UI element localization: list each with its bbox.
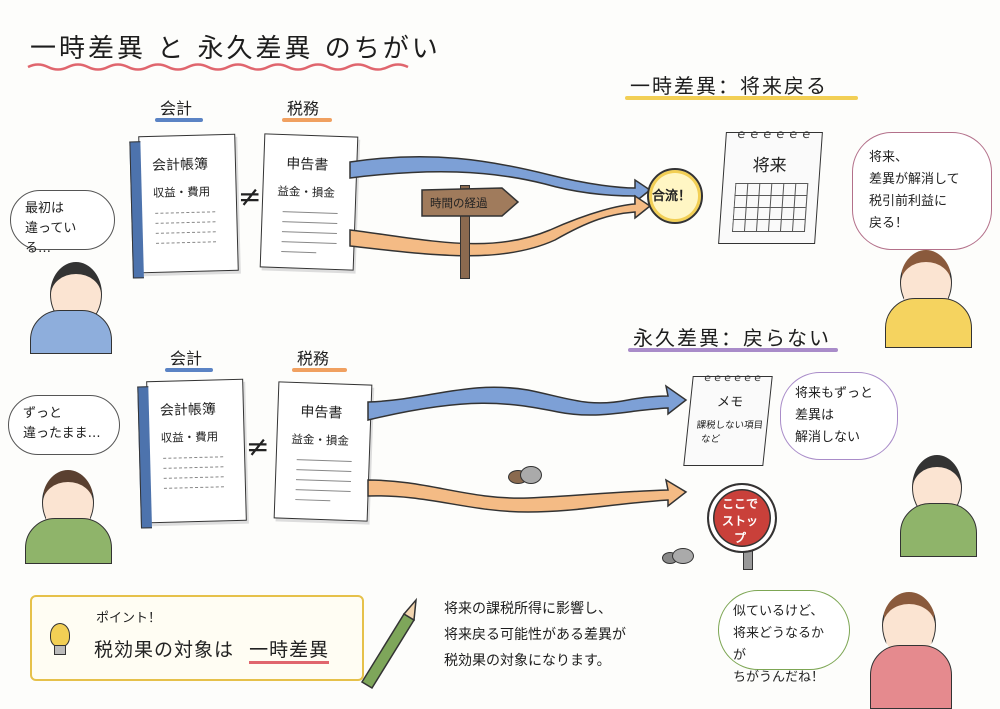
ledger-title: 会計帳簿 [151, 156, 209, 174]
memo-line-2: など [700, 434, 721, 445]
not-equal-sign-bottom: ≠ [246, 430, 270, 463]
accounting-underline [165, 368, 213, 372]
memo-line-1: 課税しない項目 [695, 420, 764, 431]
signpost-label: 時間の経過 [430, 196, 488, 210]
future-calendar: ｅｅｅｅｅｅ 将来 [718, 127, 823, 244]
merge-badge-label: 合流！ [652, 189, 692, 204]
accounting-underline [155, 118, 203, 122]
tax-return-subtitle: 益金・損金 [277, 183, 336, 200]
book-spine [129, 141, 144, 279]
page-title: 一時差異 と 永久差異 のちがい [30, 34, 441, 64]
thought-bubble-top: 最初は 違っている… [10, 190, 115, 256]
tax-label-bottom: 税務 [297, 349, 330, 368]
tax-return-document-bottom: 申告書 益金・損金 [273, 381, 373, 522]
accounting-ledger-book-bottom: 会計帳簿 収益・費用 [137, 378, 247, 529]
speech-bubble-top: 将来、 差異が解消して 税引前利益に 戻る！ [852, 132, 992, 250]
merge-badge [647, 168, 703, 224]
tax-return-title: 申告書 [286, 156, 329, 174]
speech-bubble-bottom: 将来もずっと 差異は 解消しない [780, 372, 898, 460]
memo-calendar: ｅｅｅｅｅｅ メモ 課税しない項目 など [683, 373, 773, 466]
ledger-subtitle: 収益・費用 [152, 184, 211, 200]
point-label: ポイント！ [96, 611, 162, 626]
title-underline-wave [27, 63, 409, 71]
not-equal-sign-top: ≠ [238, 180, 262, 213]
stop-sign-label: ここで ストップ [721, 497, 758, 545]
lightbulb-icon [50, 623, 70, 647]
key-point-box: ポイント！ 税効果の対象は 一時差異 [30, 595, 364, 681]
explanation-text: 将来の課税所得に影響し、 将来戻る可能性がある差異が 税効果の対象になります。 [444, 601, 626, 669]
speech-bubble-girl: 似ているけど、 将来どうなるかが ちがうんだね！ [718, 590, 850, 685]
flow-arrows-top [349, 155, 652, 257]
tax-return-title: 申告書 [300, 404, 343, 422]
tax-label-top: 税務 [287, 99, 320, 118]
thought-bubble-bottom: ずっと 違ったまま… [8, 395, 120, 455]
flow-arrows-bottom [367, 384, 688, 513]
point-highlight: 一時差異 [249, 639, 330, 664]
ledger-subtitle: 収益・費用 [160, 429, 219, 445]
purple-heading-underline [628, 348, 838, 352]
permanent-difference-heading: 永久差異：戻らない [633, 326, 831, 350]
temporary-difference-heading: 一時差異：将来戻る [630, 74, 828, 98]
ledger-title: 会計帳簿 [159, 401, 217, 419]
tax-return-document-top: 申告書 益金・損金 [259, 133, 359, 271]
yellow-heading-underline [625, 96, 858, 100]
accounting-label-top: 会計 [160, 99, 193, 118]
memo-title: メモ [716, 395, 744, 410]
accounting-ledger-book-top: 会計帳簿 収益・費用 [129, 133, 239, 279]
calendar-grid [731, 183, 809, 232]
pencil-icon [360, 597, 417, 690]
tax-return-subtitle: 益金・損金 [291, 431, 350, 448]
book-spine [137, 386, 153, 529]
point-text: 税効果の対象は 一時差異 [94, 635, 330, 664]
tax-underline [292, 368, 347, 372]
calendar-label: 将来 [751, 156, 788, 176]
accounting-label-bottom: 会計 [170, 349, 203, 368]
tax-underline [282, 118, 332, 122]
calendar-rings: ｅｅｅｅｅｅ [701, 373, 764, 384]
calendar-rings: ｅｅｅｅｅｅ [734, 127, 814, 141]
